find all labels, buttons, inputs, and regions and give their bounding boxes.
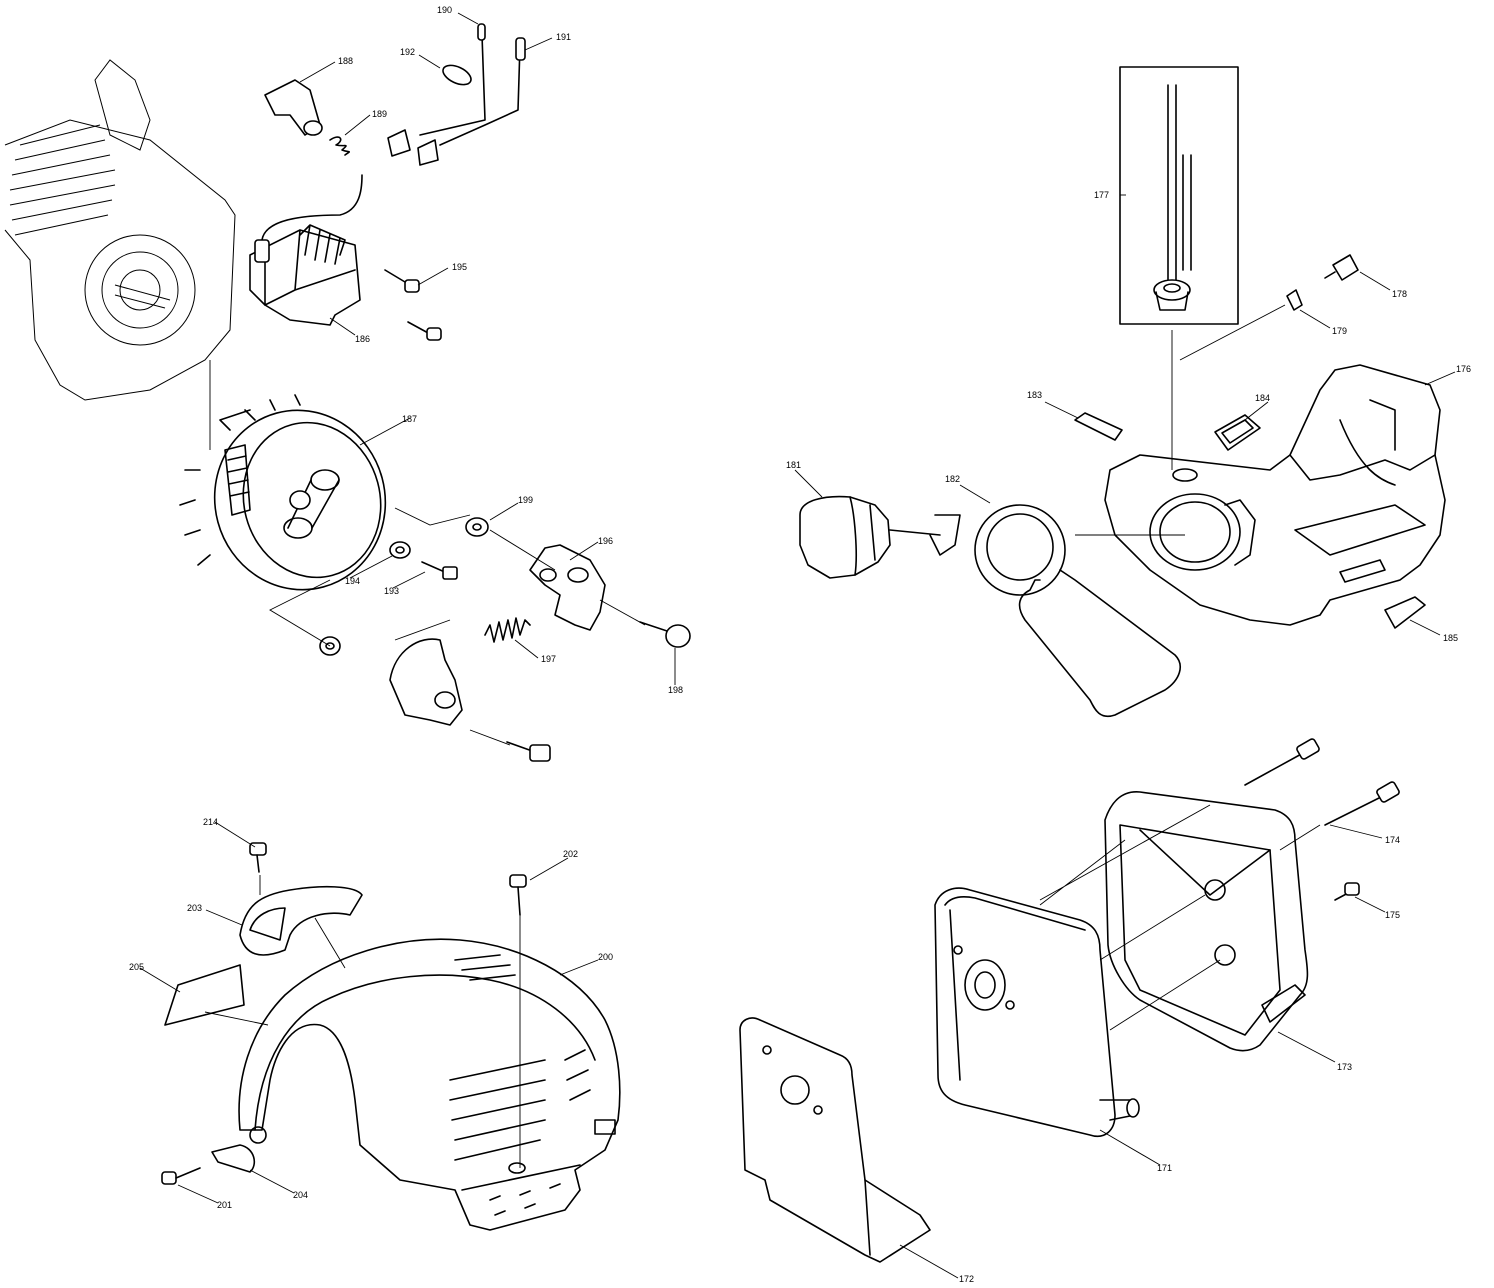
fuel-cap bbox=[799, 495, 961, 579]
label-197: 197 bbox=[541, 654, 556, 664]
label-190: 190 bbox=[437, 5, 452, 15]
label-176: 176 bbox=[1456, 364, 1471, 374]
flywheel bbox=[179, 394, 387, 591]
label-201: 201 bbox=[217, 1200, 232, 1210]
label-193: 193 bbox=[384, 586, 399, 596]
clutch-shoe-lower bbox=[389, 638, 463, 726]
label-182: 182 bbox=[945, 474, 960, 484]
engine-block bbox=[4, 59, 236, 401]
label-171: 171 bbox=[1157, 1163, 1172, 1173]
label-194: 194 bbox=[345, 576, 360, 586]
screw-214 bbox=[249, 842, 267, 873]
tank-grommet-183 bbox=[1074, 412, 1123, 441]
stop-wires bbox=[387, 23, 526, 166]
label-200: 200 bbox=[598, 952, 613, 962]
fuel-cap-gasket-tag bbox=[974, 504, 1181, 718]
muffler-cover bbox=[1104, 791, 1309, 1052]
screw-202 bbox=[509, 874, 527, 916]
tank-grommet-185 bbox=[1384, 596, 1426, 629]
label-178: 178 bbox=[1392, 289, 1407, 299]
cover-label bbox=[164, 964, 245, 1026]
part-labels: 190 191 192 188 189 195 186 187 199 196 … bbox=[129, 5, 1471, 1284]
washer-194 bbox=[389, 541, 411, 559]
cap-spring bbox=[329, 136, 351, 156]
label-204: 204 bbox=[293, 1190, 308, 1200]
label-192: 192 bbox=[400, 47, 415, 57]
label-173: 173 bbox=[1337, 1062, 1352, 1072]
label-203: 203 bbox=[187, 903, 202, 913]
label-196: 196 bbox=[598, 536, 613, 546]
label-174: 174 bbox=[1385, 835, 1400, 845]
label-179: 179 bbox=[1332, 326, 1347, 336]
clutch-shoe-upper bbox=[529, 544, 606, 631]
clutch-bolt-lower bbox=[506, 741, 551, 762]
fuel-pickup-inset bbox=[1119, 66, 1239, 325]
label-214: 214 bbox=[203, 817, 218, 827]
label-188: 188 bbox=[338, 56, 353, 66]
label-183: 183 bbox=[1027, 390, 1042, 400]
label-172: 172 bbox=[959, 1274, 974, 1284]
cover-clip bbox=[239, 885, 363, 956]
tank-grommet-184 bbox=[1214, 414, 1261, 451]
heat-shield bbox=[739, 1017, 931, 1263]
label-186: 186 bbox=[355, 334, 370, 344]
wire-clamp bbox=[211, 1144, 256, 1173]
coil-screw-upper bbox=[384, 269, 420, 293]
label-181: 181 bbox=[786, 460, 801, 470]
clutch-bolt-198 bbox=[639, 621, 691, 648]
fuel-tank bbox=[1104, 364, 1446, 626]
fuel-fitting bbox=[1286, 289, 1303, 311]
label-185: 185 bbox=[1443, 633, 1458, 643]
label-202: 202 bbox=[563, 849, 578, 859]
label-195: 195 bbox=[452, 262, 467, 272]
label-189: 189 bbox=[372, 109, 387, 119]
engine-cover bbox=[238, 938, 621, 1231]
muffler-bolt-long-upper bbox=[1244, 738, 1320, 786]
screw-201 bbox=[161, 1167, 201, 1185]
spark-plug-cap bbox=[264, 79, 323, 136]
muffler bbox=[934, 887, 1140, 1137]
label-198: 198 bbox=[668, 685, 683, 695]
coil-screw-lower bbox=[407, 321, 442, 341]
muffler-screw-175 bbox=[1334, 882, 1360, 901]
leader-lines bbox=[139, 12, 1456, 1279]
label-199: 199 bbox=[518, 495, 533, 505]
label-175: 175 bbox=[1385, 910, 1400, 920]
label-177: 177 bbox=[1094, 190, 1109, 200]
ignition-coil bbox=[249, 174, 363, 326]
label-191: 191 bbox=[556, 32, 571, 42]
label-187: 187 bbox=[402, 414, 417, 424]
fuel-filter bbox=[1324, 254, 1359, 281]
grommet bbox=[442, 64, 472, 86]
muffler-bolt-long-174 bbox=[1324, 781, 1400, 826]
screw-193 bbox=[421, 561, 458, 580]
clutch-spring bbox=[484, 617, 531, 643]
label-184: 184 bbox=[1255, 393, 1270, 403]
label-205: 205 bbox=[129, 962, 144, 972]
washer-199 bbox=[465, 517, 489, 537]
